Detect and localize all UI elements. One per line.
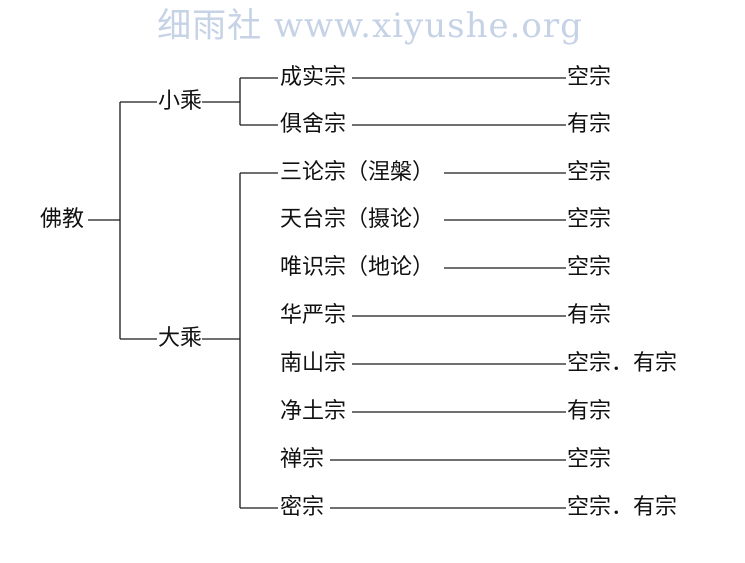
type-weishi: 空宗 <box>567 255 612 280</box>
school-nanshan: 南山宗 <box>280 351 347 376</box>
school-weishi: 唯识宗（地论） <box>280 255 435 280</box>
school-chan: 禅宗 <box>280 447 325 472</box>
root-node: 佛教 <box>40 207 85 232</box>
type-chengshi: 空宗 <box>567 65 612 90</box>
type-chan: 空宗 <box>567 447 612 472</box>
type-nanshan: 空宗．有宗 <box>567 351 678 376</box>
branch-dasheng: 大乘 <box>158 326 203 351</box>
type-huayan: 有宗 <box>567 303 612 328</box>
school-mi: 密宗 <box>280 495 325 520</box>
type-tiantai: 空宗 <box>567 207 612 232</box>
school-chengshi: 成实宗 <box>280 65 347 90</box>
type-sanlun: 空宗 <box>567 160 612 185</box>
school-sanlun: 三论宗（涅槃） <box>280 160 435 185</box>
watermark: 细雨社 www.xiyushe.org <box>157 6 583 46</box>
branch-xiaosheng: 小乘 <box>158 89 203 114</box>
school-jushe: 俱舍宗 <box>280 112 347 137</box>
school-huayan: 华严宗 <box>280 303 347 328</box>
type-jingtu: 有宗 <box>567 399 612 424</box>
school-tiantai: 天台宗（摄论） <box>280 207 435 232</box>
type-mi: 空宗．有宗 <box>567 495 678 520</box>
school-jingtu: 净土宗 <box>280 399 347 424</box>
type-jushe: 有宗 <box>567 112 612 137</box>
